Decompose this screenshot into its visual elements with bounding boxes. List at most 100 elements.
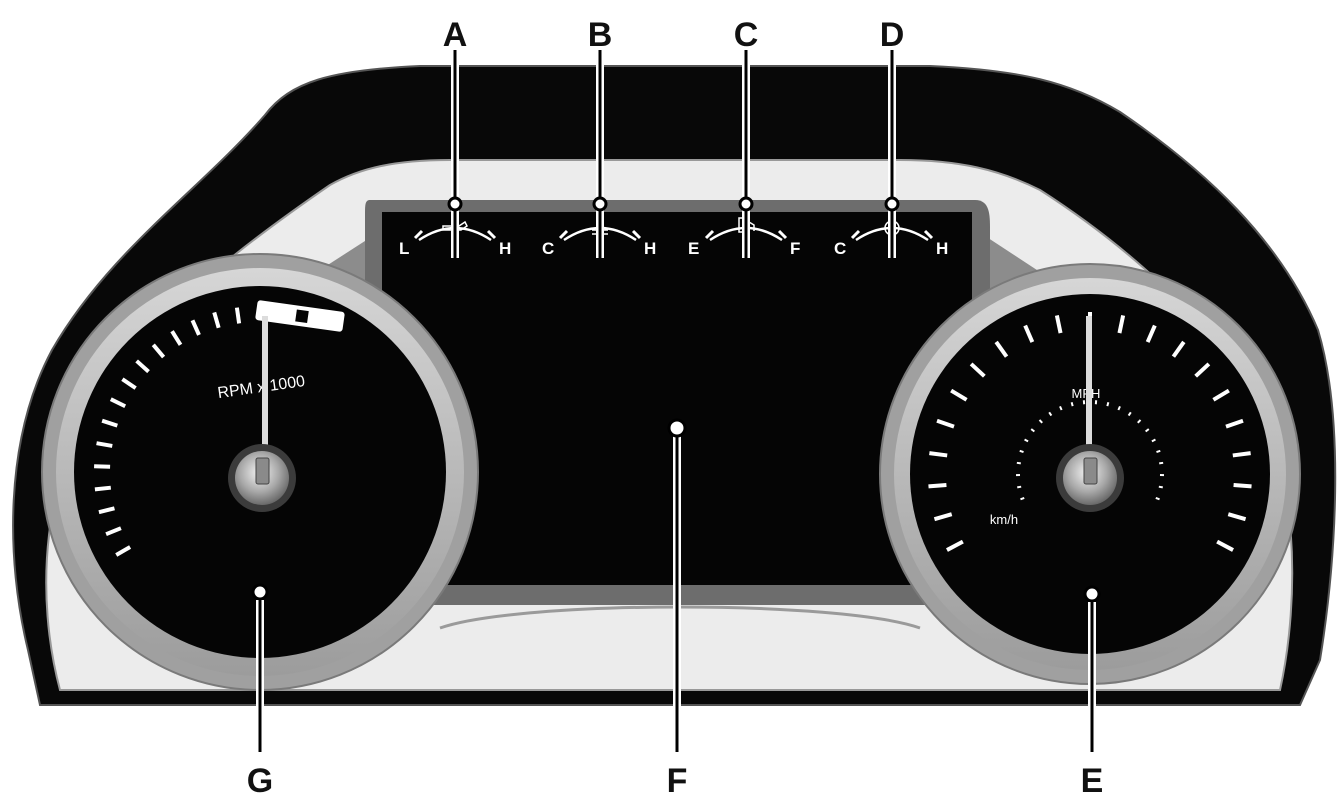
tachometer-tick — [212, 311, 221, 329]
tachometer-tick — [94, 464, 111, 469]
speedometer-tick — [1212, 388, 1230, 402]
speedometer-sublabel: km/h — [990, 512, 1018, 527]
tachometer-tick — [96, 441, 113, 448]
gauge-d-tick-left — [850, 229, 861, 240]
callout-dot-c — [738, 196, 754, 212]
gauge-b-left-label: C — [542, 239, 554, 258]
speedometer-tick — [1227, 512, 1247, 522]
tachometer-needle-base — [255, 457, 270, 485]
gauge-c-tick-right — [777, 229, 788, 240]
tachometer-ticks — [94, 307, 242, 557]
tachometer-tick — [115, 545, 132, 557]
speedometer-tick — [1054, 315, 1063, 334]
speedometer: MPH km/h — [879, 263, 1301, 685]
tachometer-tick — [151, 343, 166, 359]
callout-label-f: F — [667, 762, 688, 800]
speedometer-kmh-tick — [1016, 461, 1021, 465]
speedometer-tick — [1117, 315, 1126, 334]
gauge-b: C H — [542, 226, 656, 258]
speedometer-tick — [929, 451, 948, 458]
speedometer-kmh-tick — [1059, 405, 1063, 411]
speedometer-tick — [969, 362, 986, 378]
gauge-c-tick-left — [704, 229, 715, 240]
tachometer-redline-gap — [295, 309, 309, 324]
speedometer-tick — [946, 539, 964, 552]
callout-label-g: G — [247, 762, 273, 800]
gauge-a-right-label: H — [499, 239, 511, 258]
gauge-d-left-label: C — [834, 239, 846, 258]
speedometer-needle-base — [1083, 457, 1098, 485]
speedometer-kmh-tick — [1158, 485, 1163, 489]
center-display — [382, 212, 972, 585]
tachometer-tick — [121, 377, 137, 390]
speedometer-kmh-tick — [1020, 497, 1025, 501]
speedometer-kmh-tick — [1019, 449, 1024, 454]
speedometer-kmh-tick — [1030, 428, 1035, 433]
gauge-b-right-label: H — [644, 239, 656, 258]
gauge-a-tick-right — [486, 229, 497, 240]
callout-dot-b — [592, 196, 608, 212]
speedometer-tick — [1216, 539, 1234, 552]
tachometer-tick — [234, 307, 242, 324]
callout-dot-e — [1083, 585, 1101, 603]
speedometer-kmh-tick — [1038, 419, 1043, 424]
speedometer-tick — [1194, 362, 1211, 378]
tachometer-tick — [170, 330, 183, 346]
speedometer-kmh-tick — [1151, 438, 1156, 443]
gauge-a-tick-left — [413, 229, 424, 240]
callout-label-c: C — [734, 16, 759, 54]
callout-label-e: E — [1081, 762, 1104, 800]
tachometer-tick — [98, 506, 115, 515]
callout-lines — [256, 50, 1096, 752]
tachometer-tick — [105, 526, 122, 537]
tachometer-needle — [262, 316, 268, 464]
speedometer-tick — [1145, 324, 1157, 343]
tachometer-tick — [101, 418, 118, 428]
callout-label-a: A — [443, 16, 468, 54]
tachometer: RPM x 1000 — [41, 253, 479, 691]
speedometer-kmh-tick — [1024, 438, 1029, 443]
speedometer-kmh-tick — [1137, 419, 1142, 424]
speedometer-kmh-tick — [1106, 402, 1110, 407]
speedometer-tick — [994, 340, 1009, 358]
speedometer-tick — [950, 388, 968, 402]
speedometer-kmh-tick — [1017, 485, 1022, 489]
tachometer-tick — [94, 485, 112, 492]
speedometer-ticks — [928, 312, 1252, 552]
gauge-b-tick-right — [631, 229, 642, 240]
callout-label-b: B — [588, 16, 613, 54]
speedometer-kmh-tick — [1048, 411, 1053, 417]
speedometer-tick — [933, 512, 953, 522]
gauge-b-tick-left — [558, 229, 569, 240]
speedometer-kmh-tick — [1117, 405, 1121, 411]
tachometer-tick — [135, 359, 150, 374]
speedometer-kmh-tick — [1145, 428, 1150, 433]
callout-dot-a — [447, 196, 463, 212]
speedometer-tick — [1171, 340, 1186, 358]
callout-dot-d — [884, 196, 900, 212]
speedometer-kmh-tick — [1070, 402, 1074, 407]
speedometer-kmh-tick — [1156, 449, 1161, 454]
tachometer-tick — [109, 397, 127, 409]
speedometer-kmh-tick — [1159, 461, 1164, 465]
speedometer-tick — [1232, 451, 1251, 458]
speedometer-tick — [1233, 483, 1252, 489]
speedometer-tick — [1023, 324, 1035, 343]
callout-dot-g — [251, 583, 269, 601]
speedometer-tick — [1225, 418, 1244, 429]
callout-dot-f — [667, 418, 687, 438]
gauge-c-left-label: E — [688, 239, 699, 258]
speedometer-kmh-ticks — [1015, 400, 1165, 501]
gauge-d-tick-right — [923, 229, 934, 240]
speedometer-tick — [936, 418, 955, 429]
speedometer-kmh-tick — [1155, 497, 1160, 501]
gauge-d-right-label: H — [936, 239, 948, 258]
gauge-c-right-label: F — [790, 239, 800, 258]
speedometer-tick — [928, 483, 947, 489]
callout-label-d: D — [880, 16, 905, 54]
speedometer-kmh-tick — [1127, 411, 1132, 417]
gauge-a: L H — [399, 220, 511, 258]
speedometer-needle — [1086, 316, 1092, 466]
gauge-a-left-label: L — [399, 239, 409, 258]
